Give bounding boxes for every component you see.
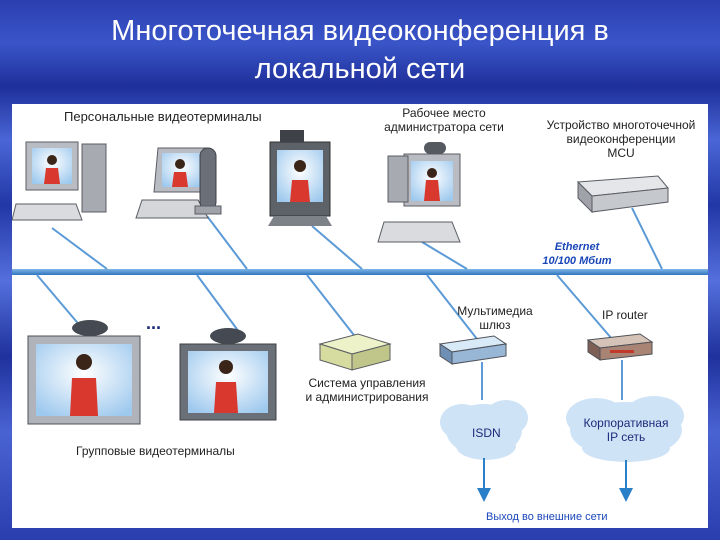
isdn-cloud [440,400,528,460]
personal-terminal-monitor [268,130,332,226]
slide-title: Многоточечная видеоконференция в локальн… [0,12,720,88]
label-gateway-line2: шлюз [479,318,511,332]
personal-terminal-laptop [135,147,222,219]
label-management-system: Система управления и администрирования [292,376,442,404]
label-external-networks: Выход во внешние сети [486,511,608,523]
corporate-ip-cloud [566,396,684,462]
diagram-graphics [12,130,708,502]
admin-workstation [377,142,461,243]
label-admin-workstation: Рабочее место администратора сети [374,106,514,134]
mcu-device [576,175,669,214]
label-personal-terminals: Персональные видеотерминалы [64,109,262,124]
label-corp-line1: Корпоративная [583,416,669,430]
label-ethernet: Ethernet 10/100 Мбит [532,240,622,268]
ip-router-box [586,333,654,361]
ethernet-bus [12,269,708,275]
personal-terminal-desktop-1 [12,141,107,221]
multimedia-gateway-box [438,335,508,365]
label-ethernet-line2: 10/100 Мбит [542,255,612,267]
label-mcu: Устройство многоточечной видеоконференци… [536,118,706,160]
label-mgmt-line2: и администрирования [305,390,429,404]
label-mgmt-line1: Система управления [308,376,426,390]
label-mcu-line1: Устройство многоточечной [546,118,696,132]
group-terminal-large [27,320,141,425]
label-gateway: Мультимедиа шлюз [450,304,540,332]
label-admin-line1: Рабочее место [402,106,486,120]
network-diagram: Персональные видеотерминалы Рабочее мест… [12,104,708,528]
group-terminal-medium [179,328,277,421]
label-admin-line2: администратора сети [384,120,504,134]
label-mcu-line3: MCU [607,146,635,160]
label-gateway-line1: Мультимедиа [457,304,533,318]
label-ellipsis: ... [146,313,162,333]
label-group-terminals: Групповые видеотерминалы [76,444,235,458]
label-mcu-line2: видеоконференции [566,132,676,146]
label-ip-router: IP router [602,308,648,322]
exit-arrows [477,458,633,502]
label-corp-line2: IP сеть [606,430,646,444]
label-ethernet-line1: Ethernet [554,241,600,253]
slide-title-line2: локальной сети [254,53,466,85]
label-corporate-ip: Корпоративная IP сеть [578,416,674,444]
label-isdn: ISDN [472,426,501,440]
management-system-box [318,333,392,371]
slide-title-line1: Многоточечная видеоконференция в [111,15,609,47]
